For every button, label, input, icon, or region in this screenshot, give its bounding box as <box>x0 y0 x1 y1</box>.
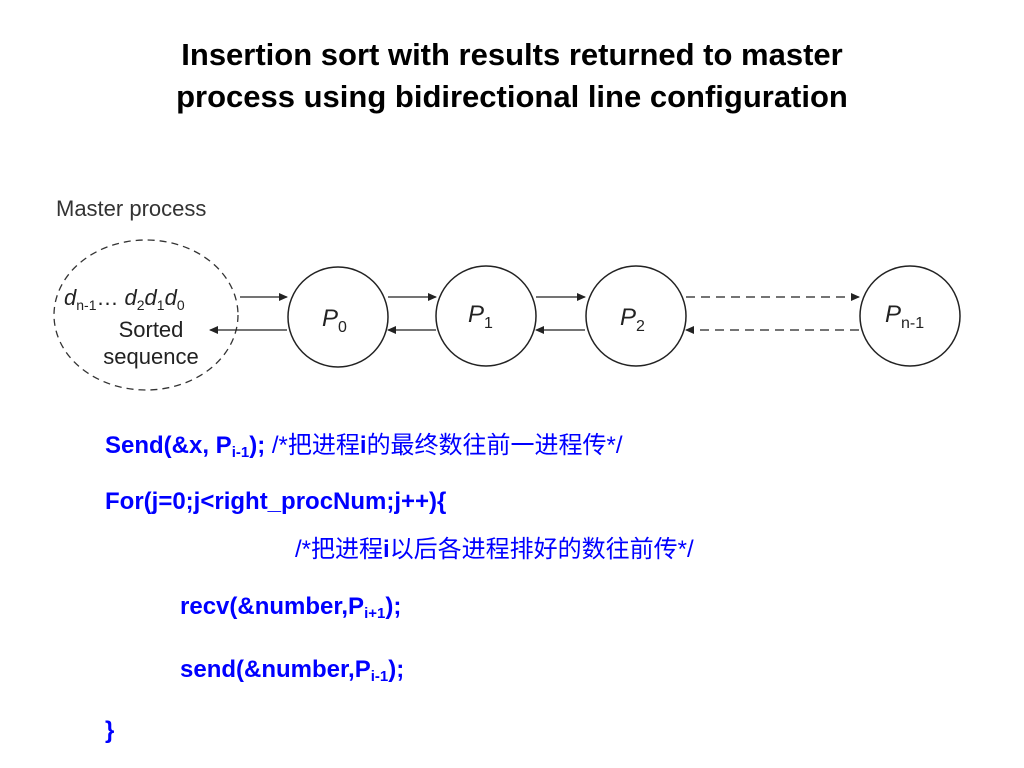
svg-text:P0: P0 <box>322 305 347 336</box>
line-configuration-diagram: Master process dn-1…d2d1d0 Sorted sequen… <box>53 196 961 391</box>
sorted-label: Sorted <box>119 317 184 342</box>
d-subscript-2: 2 <box>137 297 145 313</box>
process-subscript: 0 <box>338 319 347 336</box>
process-pn-1: Pn-1 <box>859 265 961 367</box>
code-line-send2: send(&number,Pi-1); <box>180 656 404 685</box>
title-line-1: Insertion sort with results returned to … <box>181 37 843 72</box>
d-symbol: d <box>145 285 158 310</box>
data-sequence: dn-1…d2d1d0 <box>64 285 185 313</box>
d-subscript-1: 1 <box>157 297 165 313</box>
process-letter: P <box>885 301 901 328</box>
title-line-2: process using bidirectional line configu… <box>176 79 848 114</box>
code-text: send(&number,P <box>180 656 371 683</box>
master-process-label: Master process <box>56 196 206 221</box>
process-p1: P1 <box>435 265 537 367</box>
process-p0: P0 <box>287 266 389 368</box>
process-letter: P <box>322 305 338 332</box>
svg-text:P2: P2 <box>620 304 645 335</box>
process-p2: P2 <box>585 265 687 367</box>
d-symbol: d <box>165 285 178 310</box>
svg-text:Pn-1: Pn-1 <box>885 301 924 332</box>
code-text: recv(&number,P <box>180 593 365 620</box>
d-subscript-n1: n-1 <box>76 297 96 313</box>
d-subscript-0: 0 <box>177 297 185 313</box>
process-subscript: n-1 <box>901 315 924 332</box>
master-process-circle <box>53 239 239 391</box>
code-text: ); <box>388 656 405 683</box>
process-subscript: 2 <box>636 318 645 335</box>
code-subscript: i+1 <box>364 605 386 622</box>
code-text: Send(&x, P <box>105 432 232 459</box>
code-comment: /*把进程i以后各进程排好的数往前传*/ <box>295 536 694 563</box>
code-subscript: i-1 <box>231 444 250 461</box>
code-subscript: i-1 <box>370 668 389 685</box>
d-symbol: d <box>64 285 77 310</box>
code-line-close: } <box>105 717 115 744</box>
code-line-send: Send(&x, Pi-1); /*把进程i的最终数往前一进程传*/ <box>105 425 623 461</box>
code-text: ); <box>385 593 402 620</box>
process-subscript: 1 <box>484 315 493 332</box>
ellipsis: … <box>96 285 118 310</box>
code-line-for: For(j=0;j<right_procNum;j++){ <box>105 488 447 515</box>
sequence-label: sequence <box>103 344 198 369</box>
svg-text:P1: P1 <box>468 301 493 332</box>
process-letter: P <box>468 301 484 328</box>
code-line-comment: /*把进程i以后各进程排好的数往前传*/ <box>295 529 694 564</box>
code-comment: /*把进程i的最终数往前一进程传*/ <box>271 432 623 459</box>
slide-title: Insertion sort with results returned to … <box>0 34 1024 118</box>
code-line-recv: recv(&number,Pi+1); <box>180 593 401 622</box>
code-text: ); <box>249 432 266 459</box>
d-symbol: d <box>124 285 137 310</box>
process-letter: P <box>620 304 636 331</box>
